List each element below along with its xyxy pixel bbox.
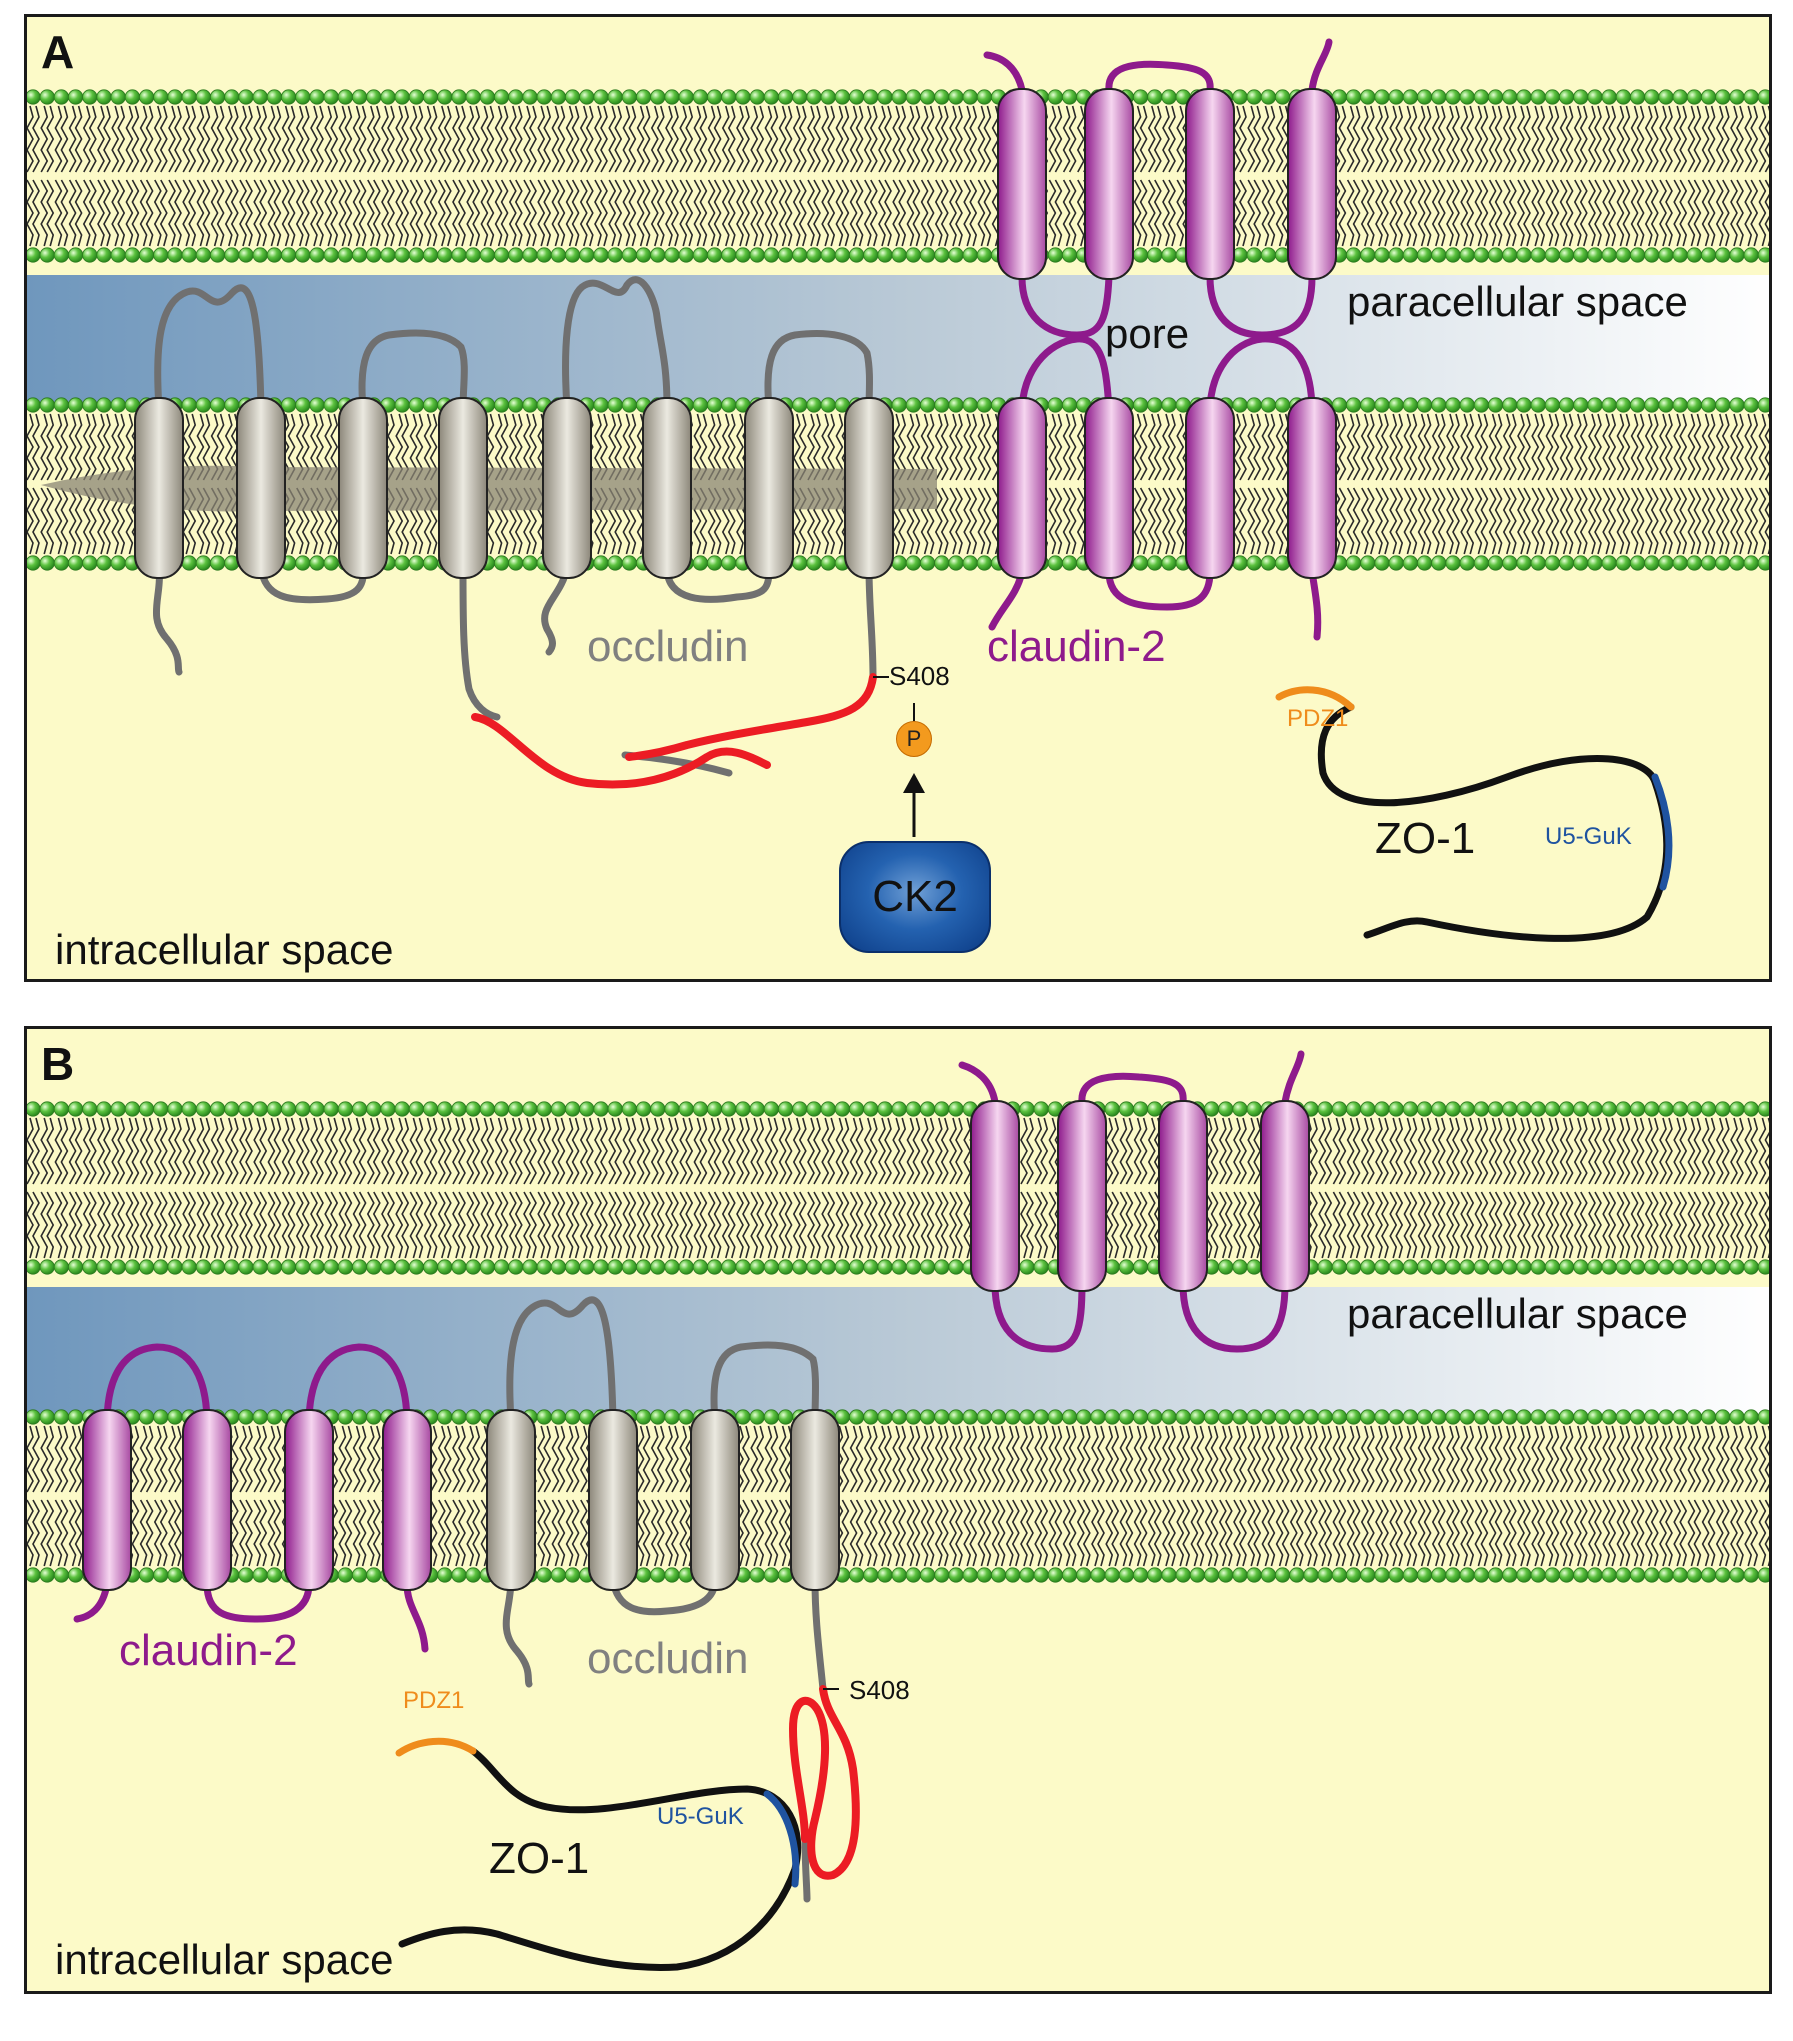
u5guk-label-a: U5-GuK (1545, 823, 1632, 850)
pore-label: pore (1105, 310, 1190, 357)
panel-b-letter: B (41, 1038, 75, 1090)
claudin-helix (82, 1409, 132, 1591)
claudin-helix (997, 397, 1047, 579)
zo1-b (395, 1737, 802, 1971)
zo1-label-b: ZO-1 (489, 1834, 590, 1883)
occludin-helix (844, 397, 894, 579)
claudin-2-label-a: claudin-2 (987, 622, 1166, 671)
claudin-helix (1287, 397, 1337, 579)
occludin-label-a: occludin (587, 622, 749, 671)
claudin-helix (1084, 397, 1134, 579)
claudin-2-label-b: claudin-2 (119, 1626, 298, 1675)
phosphate-label: P (906, 726, 922, 751)
claudin-helix (1084, 88, 1134, 280)
zo1-a (1275, 686, 1673, 942)
occludin-helix (486, 1409, 536, 1591)
paracellular-space-label-b: paracellular space (1347, 1290, 1688, 1337)
occludin-helix (642, 397, 692, 579)
claudin-helix (970, 1100, 1020, 1292)
occludin-tail-red (471, 673, 877, 789)
membrane-upper-b (27, 1101, 1769, 1275)
occludin-tail-red-b (788, 1685, 860, 1880)
claudin-loops-a (983, 38, 1333, 641)
claudin-helix (182, 1409, 232, 1591)
occludin-helix (744, 397, 794, 579)
claudin-helix (1260, 1100, 1310, 1292)
ck2-arrowhead (903, 773, 925, 793)
u5guk-label-b: U5-GuK (657, 1803, 744, 1830)
occludin-helix (588, 1409, 638, 1591)
ck2-label: CK2 (872, 872, 958, 921)
occludin-helix (790, 1409, 840, 1591)
panel-b-drawing (27, 1050, 1769, 1971)
panel-a: A paracellular space intracellular space… (24, 14, 1772, 982)
intracellular-space-label-a: intracellular space (55, 926, 394, 973)
occludin-label-b: occludin (587, 1634, 749, 1683)
helices-b (82, 1100, 1310, 1591)
occludin-helix (236, 397, 286, 579)
claudin-helix (1185, 88, 1235, 280)
paracellular-band-b (27, 1287, 1769, 1417)
claudin-helix (997, 88, 1047, 280)
panel-a-drawing (27, 38, 1769, 942)
helices-a (134, 88, 1337, 579)
claudin-helix (1287, 88, 1337, 280)
paracellular-space-label-a: paracellular space (1347, 278, 1688, 325)
occludin-helix (338, 397, 388, 579)
claudin-helix (1185, 397, 1235, 579)
claudin-loops-b-upper (958, 1050, 1305, 1353)
phosphate-badge: P (896, 721, 932, 757)
pdz1-label-a: PDZ1 (1287, 705, 1349, 732)
ck2-kinase: CK2 (839, 841, 991, 953)
panel-a-letter: A (41, 26, 75, 78)
occludin-helix (438, 397, 488, 579)
membrane-upper (27, 89, 1769, 263)
claudin-helix (382, 1409, 432, 1591)
panel-b: B paracellular space intracellular space… (24, 1026, 1772, 1994)
occludin-helix (690, 1409, 740, 1591)
s408-label-b: S408 (849, 1675, 910, 1705)
claudin-helix (284, 1409, 334, 1591)
claudin-helix (1158, 1100, 1208, 1292)
occludin-helix (542, 397, 592, 579)
zo1-label-a: ZO-1 (1375, 814, 1476, 863)
occludin-helix (134, 397, 184, 579)
s408-label-a: S408 (889, 661, 950, 691)
intracellular-space-label-b: intracellular space (55, 1936, 394, 1983)
pdz1-label-b: PDZ1 (403, 1687, 465, 1714)
claudin-helix (1057, 1100, 1107, 1292)
occludin-chain-b (502, 1296, 827, 1903)
paracellular-band (27, 275, 1769, 405)
